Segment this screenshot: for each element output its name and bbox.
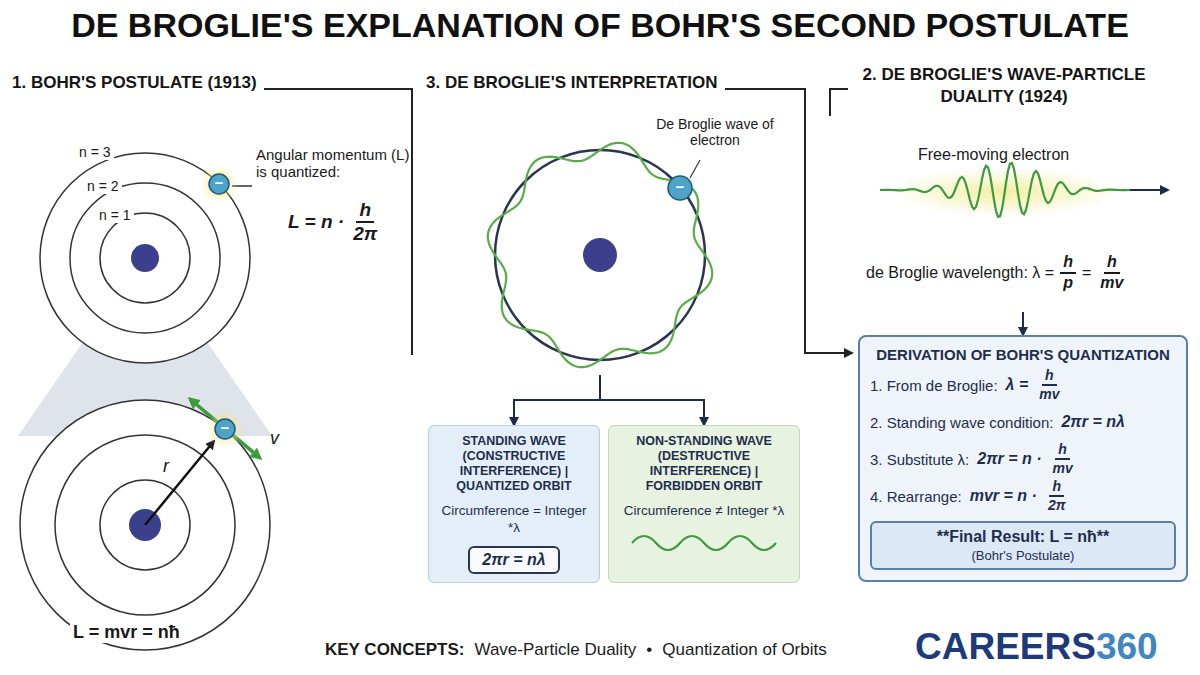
radius-label-group: r	[163, 456, 169, 477]
box-text: Circumference = Integer *λ	[435, 502, 593, 536]
numerator: h	[1060, 254, 1076, 274]
denominator: 2π	[1045, 497, 1069, 513]
radius-label: r	[163, 456, 169, 477]
denominator: mv	[1050, 460, 1076, 476]
annotation-group: Angular momentum (L) is quantized:	[256, 146, 421, 181]
velocity-label: v	[270, 428, 279, 449]
logo: CAREERS	[915, 626, 1096, 669]
box-text: Circumference ≠ Integer *λ	[624, 502, 784, 519]
numerator: h	[356, 200, 374, 223]
zoomed-orbit	[20, 399, 270, 650]
electron-charge-group: −	[221, 419, 230, 436]
logo: 360	[1096, 626, 1158, 669]
forbidden-orbit-box: NON-STANDING WAVE (DESTRUCTIVE INTERFERE…	[608, 425, 800, 583]
section-heading: 1. BOHR'S POSTULATE (1913)	[10, 72, 264, 94]
formula: λ =	[1006, 376, 1029, 394]
orbit-label-group: n = 2	[84, 178, 122, 194]
section-heading: 2. DE BROGLIE'S WAVE-PARTICLE DUALITY (1…	[848, 64, 1160, 108]
key-concepts: Quantization of Orbits	[662, 640, 826, 660]
key-concepts: •	[646, 640, 652, 660]
formula: 2πr = n ·	[977, 450, 1041, 468]
box-heading: 2πr = nλ	[482, 551, 545, 569]
numerator: h	[1049, 479, 1064, 497]
fraction: h2π	[350, 200, 380, 244]
box-heading: NON-STANDING WAVE (DESTRUCTIVE INTERFERE…	[615, 434, 793, 494]
formula: de Broglie wavelength: λ =	[866, 264, 1054, 282]
electron-charge-group: −	[676, 178, 685, 195]
box-heading: **Final Result: L = nħ**	[878, 528, 1168, 546]
connector	[1022, 312, 1024, 335]
result-box: **Final Result: L = nħ** (Bohr's Postulat…	[870, 521, 1176, 570]
formula-group: de Broglie wavelength: λ =hp=hmv	[866, 254, 1126, 292]
annotation: Angular momentum (L) is quantized:	[256, 146, 409, 180]
logo-group: CAREERS360	[915, 626, 1158, 669]
denominator: mv	[1036, 386, 1062, 402]
section-panel: 1. BOHR'S POSTULATE (1913)	[10, 72, 405, 362]
key-concepts: Wave-Particle Duality	[475, 640, 637, 660]
formula: 2πr = nλ	[1061, 413, 1124, 431]
connector	[600, 375, 704, 425]
wave-symbol	[628, 527, 780, 557]
standing-wave-box: STANDING WAVE (CONSTRUCTIVE INTERFERENCE…	[428, 425, 600, 583]
electron-charge: −	[215, 174, 224, 191]
annotation-group: De Broglie wave of electron	[640, 116, 790, 148]
orbit-label-group: n = 3	[76, 144, 114, 160]
denominator: 2π	[350, 223, 380, 244]
standing-wave-orbit	[488, 143, 712, 367]
formula: =	[1082, 264, 1091, 282]
key-concepts: KEY CONCEPTS:	[325, 640, 465, 660]
formula: L = mvr = nħ	[73, 622, 180, 643]
formula-group: L = n · h2π	[288, 200, 380, 244]
velocity-label-group: v	[270, 428, 279, 449]
step-label: 2. Standing wave condition:	[870, 414, 1053, 431]
step-label: 1. From de Broglie:	[870, 377, 998, 394]
orbit-label: n = 2	[87, 178, 119, 194]
electron-charge-group: −	[215, 174, 224, 191]
fraction: h2π	[1045, 479, 1069, 512]
orbit-label: n = 1	[99, 207, 131, 223]
numerator: h	[1055, 442, 1070, 460]
denominator: mv	[1097, 274, 1126, 292]
numerator: h	[1042, 368, 1057, 386]
section-heading: 3. DE BROGLIE'S INTERPRETATION	[424, 72, 725, 94]
box-heading: STANDING WAVE (CONSTRUCTIVE INTERFERENCE…	[435, 434, 593, 494]
annotation: De Broglie wave of electron	[656, 116, 774, 148]
electron-charge: −	[676, 178, 685, 195]
derivation-step: 3. Substitute λ: 2πr = n · hmv	[870, 442, 1176, 476]
derivation-step: 2. Standing wave condition: 2πr = nλ	[870, 405, 1176, 439]
fraction: hmv	[1050, 442, 1076, 475]
box-text: (Bohr's Postulate)	[878, 548, 1168, 563]
formula-group: L = mvr = nħ	[70, 622, 183, 643]
annotation-group: Free-moving electron	[918, 146, 1069, 164]
key-concepts-group: KEY CONCEPTS: Wave-Particle Duality • Quant…	[325, 640, 827, 660]
box-heading: DERIVATION OF BOHR'S QUANTIZATION	[870, 345, 1176, 364]
fraction: hp	[1060, 254, 1076, 292]
diagram-title: DE BROGLIE'S EXPLANATION OF BOHR'S SECON…	[71, 6, 1129, 45]
orbit-label: n = 3	[79, 144, 111, 160]
fraction: hmv	[1097, 254, 1126, 292]
derivation-box: DERIVATION OF BOHR'S QUANTIZATION 1. From…	[858, 335, 1188, 582]
derivation-step: 1. From de Broglie: λ = hmv	[870, 368, 1176, 402]
title-bar: DE BROGLIE'S EXPLANATION OF BOHR'S SECON…	[0, 6, 1200, 45]
step-label: 4. Rearrange:	[870, 488, 962, 505]
denominator: p	[1060, 274, 1076, 292]
orbit-label-group: n = 1	[96, 207, 134, 223]
bohr-atom	[18, 153, 272, 436]
derivation-step: 4. Rearrange: mvr = n · h2π	[870, 479, 1176, 513]
annotation: Free-moving electron	[918, 146, 1069, 164]
formula: mvr = n ·	[970, 487, 1037, 505]
numerator: h	[1104, 254, 1120, 274]
formula: L = n ·	[288, 211, 344, 233]
electron-charge: −	[221, 419, 230, 436]
formula-box: 2πr = nλ	[468, 546, 559, 574]
step-label: 3. Substitute λ:	[870, 451, 969, 468]
connector	[514, 375, 600, 425]
fraction: hmv	[1036, 368, 1062, 401]
wave-packet	[880, 163, 1168, 217]
